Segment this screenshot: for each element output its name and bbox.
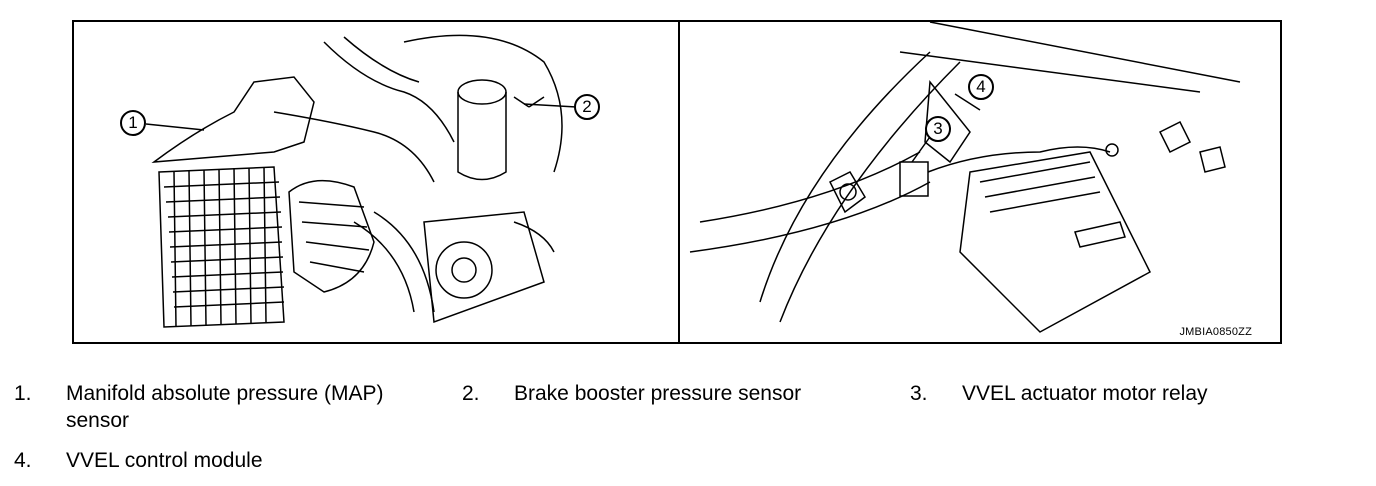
engine-bay-right-illustration: 4 3 — [680, 22, 1280, 342]
vvel-relay-drawing — [899, 120, 1226, 197]
legend-text: Brake booster pressure sensor — [514, 382, 802, 405]
engine-bay-left-illustration: 1 2 — [74, 22, 678, 342]
callout-3: 3 — [925, 116, 951, 142]
leader-line-1 — [145, 123, 205, 131]
legend-number: 3. — [910, 382, 928, 405]
figure-code: JMBIA0850ZZ — [1179, 326, 1252, 338]
callout-1: 1 — [120, 110, 146, 136]
callout-4: 4 — [968, 74, 994, 100]
brake-booster-drawing — [403, 34, 563, 324]
legend-number: 2. — [462, 382, 480, 405]
legend-number: 4. — [14, 449, 32, 472]
legend-text: Manifold absolute pressure (MAP) sensor — [66, 382, 384, 432]
strut-tower-drawing — [689, 51, 961, 323]
panel-divider — [678, 22, 680, 342]
diagram-figure: 1 2 — [72, 20, 1282, 344]
intake-manifold-drawing — [151, 76, 315, 328]
legend-number: 1. — [14, 382, 32, 405]
vvel-control-module-drawing — [924, 80, 1151, 333]
hood-edge-drawing — [899, 22, 1241, 93]
legend-text: VVEL control module — [66, 449, 263, 472]
legend-text: VVEL actuator motor relay — [962, 382, 1208, 405]
callout-2: 2 — [574, 94, 600, 120]
throttle-hoses-drawing — [273, 36, 455, 313]
leader-line-4 — [954, 93, 981, 111]
